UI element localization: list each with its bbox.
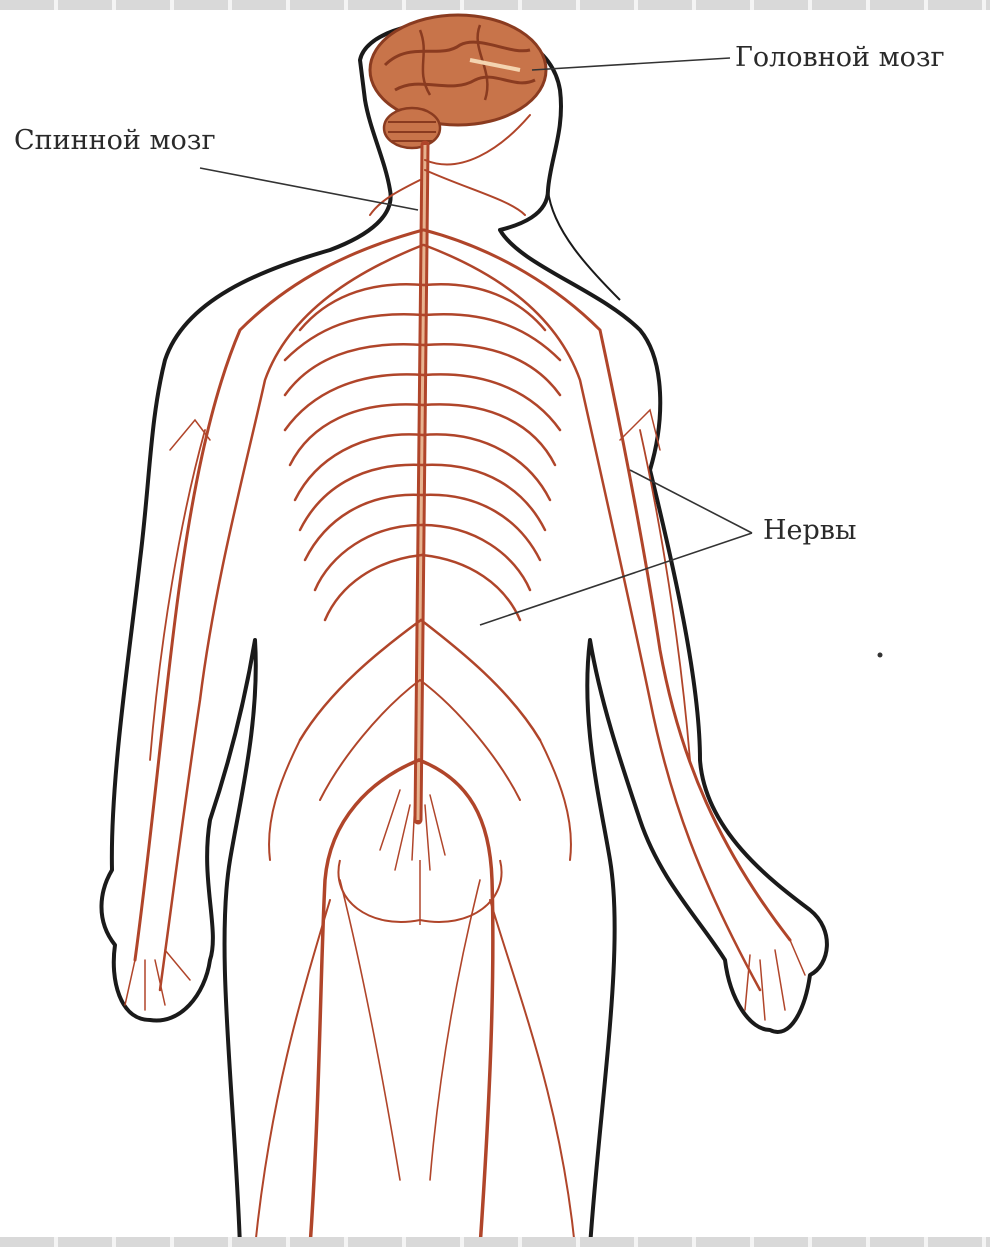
bottom-frame-strip xyxy=(0,1237,990,1247)
brain-label: Головной мозг xyxy=(735,44,945,71)
nerves-label: Нервы xyxy=(763,517,857,544)
stray-dot xyxy=(878,653,883,658)
spinal-cord-label: Спинной мозг xyxy=(14,127,216,154)
brain-pointer-line xyxy=(532,58,730,70)
